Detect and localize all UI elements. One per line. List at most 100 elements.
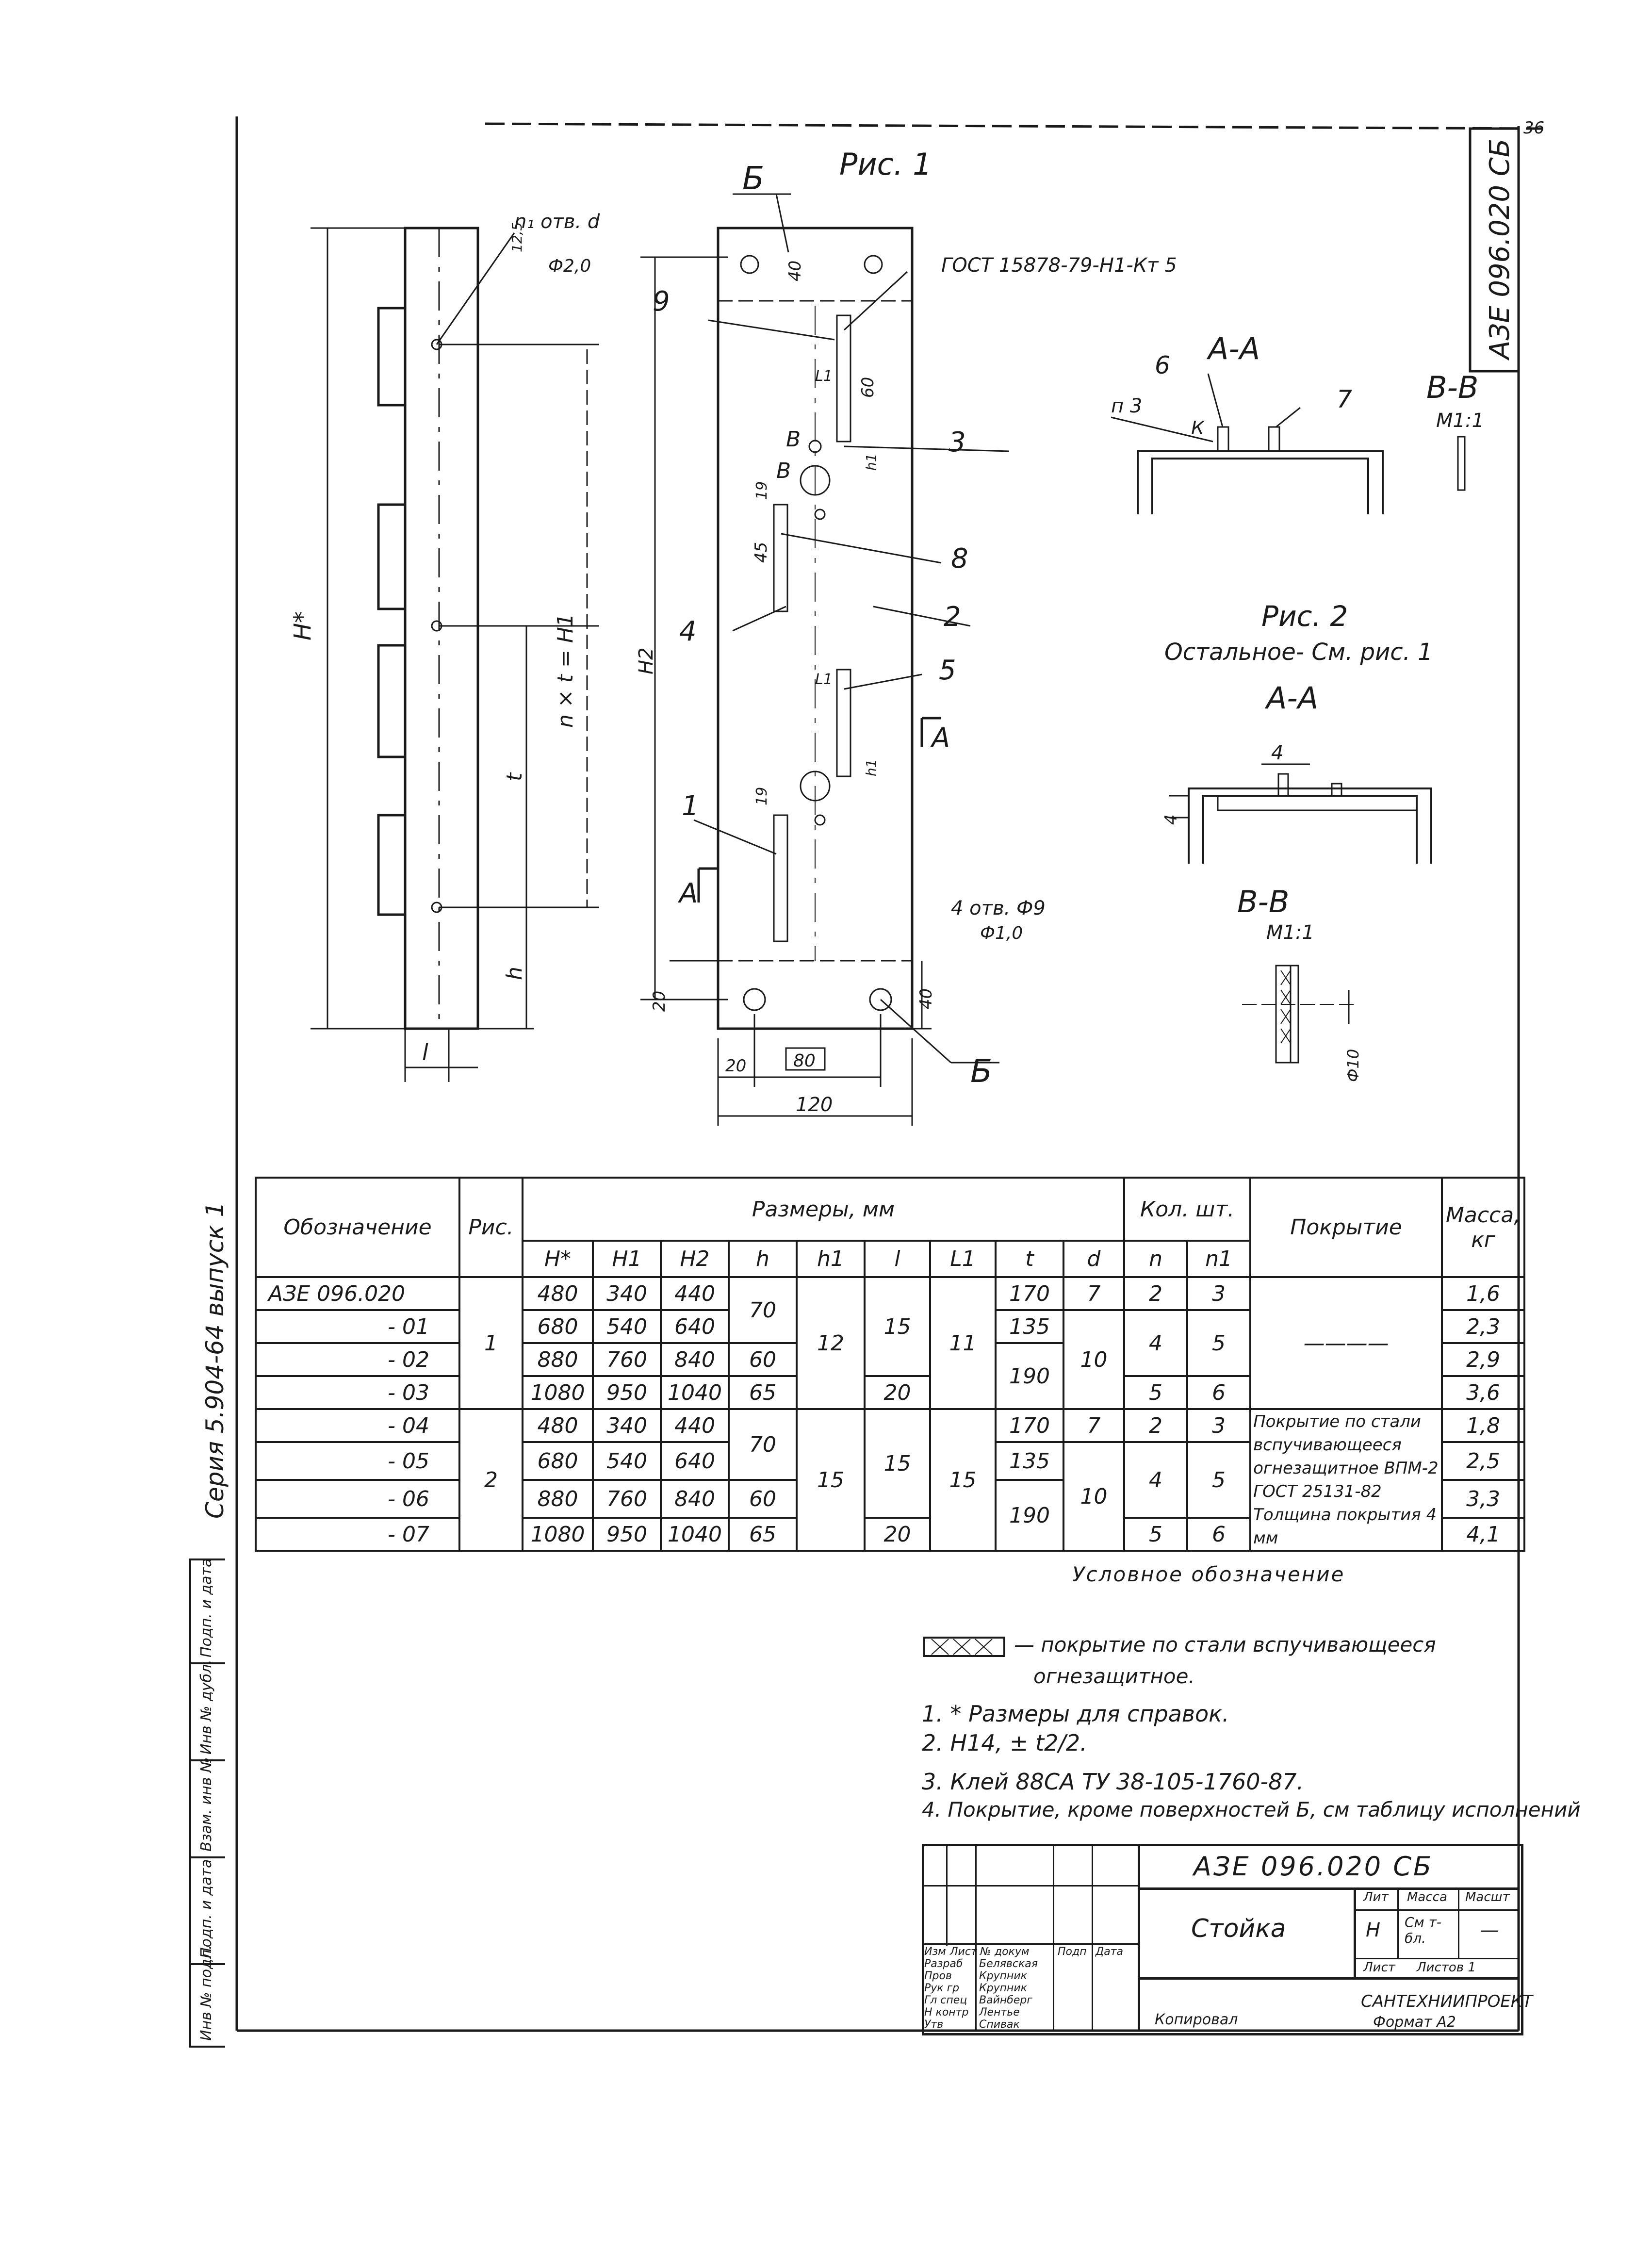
table-row: АЗЕ 096.020 1 480 340 440 70 12 15 11 17… (255, 1276, 1526, 1410)
side-stamp-cell: Инв № подл. (198, 1945, 215, 2041)
tb-lit-value: Н (1366, 1919, 1381, 1941)
pos-4: 4 (679, 616, 697, 647)
label-a-right: А (930, 722, 950, 754)
hdr-qty: Кол. шт. (1123, 1177, 1252, 1242)
tb-name-2: Крупник (979, 1970, 1027, 1982)
table-row: - 07 1080 950 1040 65 20 5 6 4,1 (255, 1517, 1526, 1552)
table-row: - 05 680 540 640 135 10 4 5 2,5 (255, 1441, 1526, 1552)
tb-role-4: Гл спец (924, 1994, 967, 2006)
pos-7: 7 (1337, 385, 1352, 413)
dim-h1-b: h1 (863, 759, 879, 776)
fig1-title: Рис. 1 (839, 147, 932, 182)
fig2-note: Остальное- См. рис. 1 (1164, 639, 1433, 666)
tb-mass-value: См т-бл. (1405, 1914, 1441, 1946)
tb-col-sign: Подп (1058, 1946, 1087, 1958)
tb-copied: Копировал (1155, 2011, 1238, 2028)
dim-l1-a: L1 (815, 368, 833, 385)
tb-role-3: Рук гр (924, 1982, 960, 1994)
gost-weld: ГОСТ 15878-79-Н1-Кт 5 (941, 254, 1177, 277)
table-row: - 02 880 760 840 60 190 2,9 (255, 1342, 1526, 1410)
tb-role-2: Пров (924, 1970, 952, 1982)
legend-line-1: — покрытие по стали вспучивающееся (1014, 1633, 1436, 1657)
section-bb2-label: В-В (1237, 884, 1289, 919)
tb-part-name: Стойка (1191, 1914, 1286, 1943)
legend-line-2: огнезащитное. (1033, 1664, 1195, 1688)
dim-10: Ф10 (1344, 1049, 1362, 1082)
tb-format: Формат А2 (1373, 2014, 1456, 2031)
dim-40-bottom: 40 (916, 988, 936, 1009)
sheet-number: 36 (1523, 118, 1544, 138)
pos-2: 2 (944, 601, 961, 633)
tb-sheets: Листов 1 (1417, 1960, 1476, 1975)
tb-lit-header: Лит (1363, 1890, 1389, 1904)
dim-19-b: 19 (753, 787, 770, 805)
doc-code-vertical: АЗЕ 096.020 СБ (1484, 139, 1516, 361)
label-v-1: В (786, 427, 801, 452)
tb-col-list: Лист (950, 1946, 977, 1958)
dim-19-a: 19 (753, 481, 770, 500)
note-3: 3. Клей 88СА ТУ 38-105-1760-87. (922, 1769, 1304, 1795)
sub-n: n (1123, 1240, 1189, 1278)
dim-20-bottom: 20 (725, 1056, 746, 1076)
tb-doc-code: АЗЕ 096.020 СБ (1194, 1851, 1434, 1882)
sub-n1: n1 (1186, 1240, 1252, 1278)
hdr-mass: Масса, кг (1441, 1177, 1526, 1278)
pos-6: 6 (1155, 351, 1170, 379)
section-aa2-label: А-А (1264, 680, 1318, 716)
side-stamp-column: Подп. и дата Инв № дубл. Взам. инв № Под… (189, 1559, 225, 2048)
dim-20-left: 20 (650, 991, 669, 1012)
side-stamp-cell: Подп. и дата (191, 1856, 225, 1965)
hdr-coating: Покрытие (1249, 1177, 1443, 1278)
dim-12-5: 12,5 (509, 222, 525, 252)
tb-name-5: Лентье (979, 2006, 1020, 2018)
legend-title: Условное обозначение (1072, 1562, 1345, 1586)
scale-label: М1:1 (1436, 410, 1484, 432)
fig2-title: Рис. 2 (1261, 600, 1348, 633)
pos-5: 5 (939, 655, 956, 686)
tb-name-4: Вайнберг (979, 1994, 1032, 2006)
hdr-fig: Рис. (458, 1177, 523, 1278)
label-n3: п 3 (1111, 395, 1142, 417)
pos-3: 3 (949, 427, 966, 458)
tb-scale-header: Масшт (1465, 1890, 1510, 1904)
title-block (922, 1844, 1523, 2035)
holes-n1: n₁ отв. d (514, 211, 600, 233)
dim-l1-b: L1 (815, 671, 833, 688)
tb-sheet: Лист (1363, 1960, 1395, 1975)
holes-4: 4 отв. Ф9 (951, 897, 1046, 919)
tb-organization: САНТЕХНИИПРОЕКТ (1361, 1992, 1533, 2011)
dim-60: 60 (858, 377, 878, 398)
tb-col-izm: Изм (924, 1946, 946, 1958)
label-a-left: А (678, 878, 698, 909)
tb-mass-header: Масса (1407, 1890, 1447, 1904)
tb-name-1: Белявская (979, 1958, 1038, 1970)
dim-t: t (502, 772, 527, 781)
tb-name-3: Крупник (979, 1982, 1027, 1994)
dim-40-top: 40 (785, 261, 805, 281)
label-b-bottom: Б (970, 1052, 992, 1090)
sub-H2: H2 (660, 1240, 730, 1278)
section-aa-label: А-А (1206, 331, 1260, 366)
holes-n1-tol: Ф2,0 (548, 256, 591, 276)
table-row: - 01 680 540 640 135 10 4 5 2,3 (255, 1309, 1526, 1410)
sub-H: H* (522, 1240, 594, 1278)
specification-table: Обозначение Рис. Размеры, мм Кол. шт. По… (255, 1177, 1526, 1552)
hdr-designation: Обозначение (255, 1177, 460, 1278)
series-vertical: Серия 5.904-64 выпуск 1 (201, 1202, 229, 1519)
dim-4-top: 4 (1271, 742, 1283, 764)
dim-h2: Н2 (635, 647, 657, 674)
section-bb-label: В-В (1426, 370, 1478, 405)
sub-h: h (728, 1240, 798, 1278)
hdr-sizes: Размеры, мм (521, 1177, 1126, 1242)
note-4: 4. Покрытие, кроме поверхностей Б, см та… (922, 1798, 1581, 1821)
table-row: - 06 880 760 840 60 190 3,3 (255, 1479, 1526, 1552)
tb-role-1: Разраб (924, 1958, 963, 1970)
dim-h1-a: h1 (863, 453, 879, 471)
note-1: 1. * Размеры для справок. (922, 1701, 1229, 1727)
dim-l: l (422, 1039, 428, 1066)
tb-name-6: Спивак (979, 2018, 1020, 2031)
tb-scale-value: — (1480, 1919, 1499, 1941)
side-stamp-cell: Подп. и дата (191, 1559, 225, 1664)
dim-4: 4 (1161, 814, 1181, 825)
